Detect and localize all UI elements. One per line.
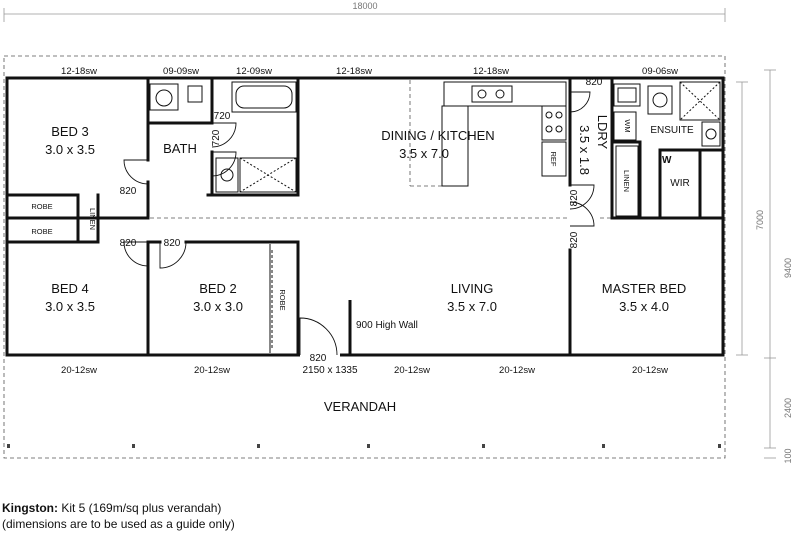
living-name: LIVING	[451, 281, 494, 296]
master-name: MASTER BED	[602, 281, 687, 296]
bed2-size: 3.0 x 3.0	[193, 299, 243, 314]
wm-label: WM	[623, 119, 632, 132]
kitchen-bench	[441, 81, 567, 187]
linen1-label: LINEN	[88, 208, 97, 230]
door-swings	[123, 91, 595, 356]
bed2-robe-label: ROBE	[278, 289, 287, 310]
bottom-window-5: 20-12sw	[632, 365, 668, 376]
verandah-posts	[7, 444, 721, 448]
door-master-label: 820	[569, 231, 580, 248]
caption-note: (dimensions are to be used as a guide on…	[2, 517, 235, 531]
top-window-1: 12-18sw	[61, 66, 97, 77]
ldry-size: 3.5 x 1.8	[577, 125, 592, 175]
bed4-name: BED 4	[51, 281, 89, 296]
dining-size: 3.5 x 7.0	[399, 146, 449, 161]
bath-name: BATH	[163, 141, 197, 156]
door-bed4-label: 820	[120, 238, 137, 249]
roof-outline	[3, 55, 726, 459]
door-entry-label: 820	[310, 353, 327, 364]
bed4-robe-label: ROBE	[31, 227, 52, 236]
bottom-window-2: 20-12sw	[194, 365, 230, 376]
side-dimensions	[736, 69, 776, 459]
ensuite-name: ENSUITE	[650, 125, 694, 136]
floor-plan: 18000 7000 9400 2400 100	[3, 1, 793, 464]
bottom-window-4: 20-12sw	[499, 365, 535, 376]
master-size: 3.5 x 4.0	[619, 299, 669, 314]
living-size: 3.5 x 7.0	[447, 299, 497, 314]
model-name: Kingston:	[2, 501, 58, 515]
depth-9400-label: 9400	[783, 258, 793, 278]
ldry-name: LDRY	[595, 115, 610, 150]
ref-label: REF	[549, 152, 558, 167]
plan-caption: Kingston: Kit 5 (169m/sq plus verandah) …	[2, 500, 235, 532]
verandah-name: VERANDAH	[324, 399, 396, 414]
door-ldry-top-label: 820	[586, 77, 603, 88]
entry-size-label: 2150 x 1335	[302, 365, 357, 376]
bed2-name: BED 2	[199, 281, 237, 296]
overall-dimension	[3, 8, 726, 22]
half-wall-note: 900 High Wall	[356, 320, 418, 331]
bottom-window-3: 20-12sw	[394, 365, 430, 376]
linen2-label: LINEN	[622, 170, 631, 192]
door-bed2-label: 820	[164, 238, 181, 249]
bed3-size: 3.0 x 3.5	[45, 142, 95, 157]
top-window-2: 09-09sw	[163, 66, 199, 77]
top-window-4: 12-18sw	[336, 66, 372, 77]
door-ldry-side-label: 820	[569, 189, 580, 206]
bed2-robe	[269, 244, 299, 353]
w-label: W	[662, 155, 672, 166]
dining-name: DINING / KITCHEN	[381, 128, 494, 143]
wir-name: WIR	[670, 178, 689, 189]
door-bath2-label: 720	[211, 129, 222, 146]
overall-width-label: 18000	[352, 1, 377, 11]
top-window-6: 09-06sw	[642, 66, 678, 77]
kit-description: Kit 5 (169m/sq plus verandah)	[58, 501, 222, 515]
top-window-3: 12-09sw	[236, 66, 272, 77]
bed4-size: 3.0 x 3.5	[45, 299, 95, 314]
depth-2400-label: 2400	[783, 398, 793, 418]
depth-100-label: 100	[783, 448, 793, 463]
laundry-fixtures	[613, 81, 721, 217]
bed3-name: BED 3	[51, 124, 89, 139]
door-bed3-label: 820	[120, 186, 137, 197]
door-bath1-label: 720	[214, 111, 231, 122]
caption-title-line: Kingston: Kit 5 (169m/sq plus verandah)	[2, 500, 235, 516]
bath-fixtures	[149, 81, 297, 193]
bed3-robe-label: ROBE	[31, 202, 52, 211]
bottom-window-1: 20-12sw	[61, 365, 97, 376]
top-window-5: 12-18sw	[473, 66, 509, 77]
depth-7000-label: 7000	[755, 210, 765, 230]
